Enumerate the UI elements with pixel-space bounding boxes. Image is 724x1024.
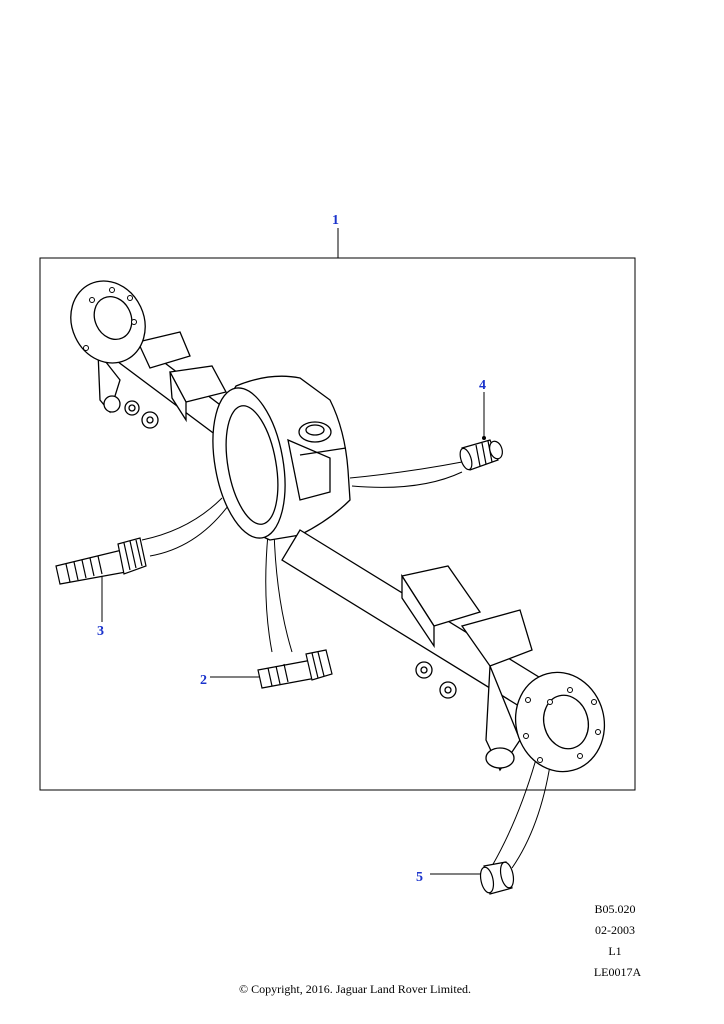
illustration-level: L1 <box>608 944 622 958</box>
copyright-notice: © Copyright, 2016. Jaguar Land Rover Lim… <box>238 982 472 996</box>
callout-3: 3 <box>97 624 104 639</box>
illustration-code: B05.020 <box>594 902 636 916</box>
left-bracket-eye-2 <box>124 400 140 416</box>
right-spring-bracket <box>460 609 533 667</box>
left-bracket-eye-3 <box>141 411 159 429</box>
part-3-long-stud <box>55 537 147 585</box>
part-5-dowel <box>479 861 515 895</box>
part-4-fill-plug <box>459 439 503 471</box>
right-bracket-eye-2 <box>439 681 457 699</box>
right-bracket-eye-1 <box>415 661 433 679</box>
callout-1: 1 <box>332 213 339 228</box>
callout-leaders <box>101 228 485 875</box>
left-bracket-eye-1 <box>103 395 121 413</box>
callout-2: 2 <box>200 673 207 688</box>
illustration-id: LE0017A <box>593 965 642 979</box>
callout-5: 5 <box>416 870 423 885</box>
flange-stud-holes <box>83 287 601 763</box>
illustration-date: 02-2003 <box>595 923 635 937</box>
left-mount-pad <box>137 331 191 369</box>
part-2-short-stud <box>257 649 333 689</box>
callout-4: 4 <box>479 378 486 393</box>
axle-housing <box>70 280 606 773</box>
